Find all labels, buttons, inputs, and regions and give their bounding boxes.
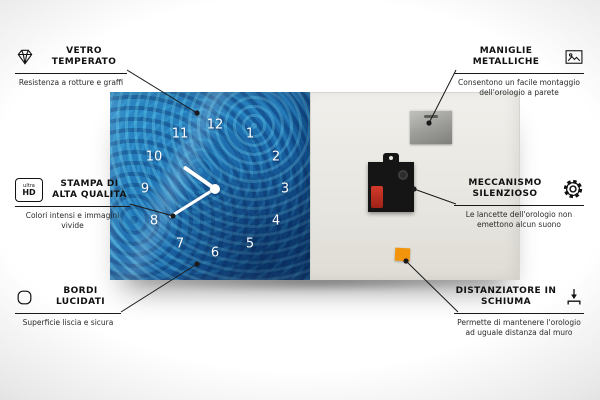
callout-description: Permette di mantenere l'orologio ad ugua… — [457, 317, 581, 337]
clock-back-panel — [310, 92, 520, 280]
metal-hanger-plate — [410, 110, 452, 144]
callout-title: STAMPA DI ALTA QUALITÀ — [52, 178, 127, 200]
time-set-dial — [398, 170, 408, 180]
callout-meccanismo-silenzioso: MECCANISMO SILENZIOSO Le lancette dell'o… — [454, 178, 584, 230]
callout-maniglie-metalliche: MANIGLIE METALLICHE Consentono un facile… — [454, 46, 584, 98]
clock-number: 6 — [210, 245, 220, 261]
clock-number: 11 — [171, 126, 189, 142]
callout-description: Colori intensi e immagini vivide — [25, 211, 120, 231]
polished-edge-icon — [15, 288, 34, 307]
clock-center-cap — [210, 184, 220, 194]
callout-title: DISTANZIATORE IN SCHIUMA — [455, 286, 557, 308]
foam-spacer — [394, 247, 411, 262]
callout-stampa-alta-qualita: ultra HD STAMPA DI ALTA QUALITÀ Colori i… — [15, 178, 130, 231]
clock-number: 1 — [245, 126, 255, 142]
callout-distanziatore-schiuma: DISTANZIATORE IN SCHIUMA Permette di man… — [454, 286, 584, 338]
minute-hand — [168, 187, 216, 219]
callout-description: Superficie liscia e sicura — [22, 317, 114, 327]
clock-number: 8 — [149, 213, 159, 229]
ultra-hd-label-big: HD — [22, 187, 36, 197]
glass-wall-clock: 12 1 2 3 4 5 6 7 8 9 10 11 — [110, 92, 520, 280]
battery — [371, 186, 383, 208]
diamond-icon — [15, 47, 35, 67]
clock-front-face: 12 1 2 3 4 5 6 7 8 9 10 11 — [110, 92, 310, 280]
clock-number: 12 — [206, 117, 224, 133]
clock-number: 5 — [245, 236, 255, 252]
callout-description: Resistenza a rotture e graffi — [18, 77, 124, 87]
clock-number: 10 — [145, 149, 163, 165]
ultra-hd-icon: ultra HD — [15, 178, 43, 202]
callout-vetro-temperato: VETRO TEMPERATO Resistenza a rotture e g… — [15, 46, 127, 88]
hanger-slot — [424, 115, 438, 118]
clock-number: 2 — [271, 149, 281, 165]
clock-number: 9 — [140, 181, 150, 197]
callout-description: Consentono un facile montaggio dell'orol… — [458, 77, 580, 97]
callout-title: MANIGLIE METALLICHE — [472, 46, 540, 68]
callout-title: MECCANISMO SILENZIOSO — [468, 178, 542, 200]
ultra-hd-label-small: ultra — [23, 182, 35, 189]
clock-number: 4 — [271, 213, 281, 229]
callout-title: BORDI LUCIDATI — [55, 286, 106, 308]
clock-mechanism — [368, 153, 414, 212]
clock-number: 7 — [175, 236, 185, 252]
clock-number: 3 — [280, 181, 290, 197]
callout-title: VETRO TEMPERATO — [51, 46, 117, 68]
mechanism-hook-hole — [389, 156, 393, 160]
spacer-arrow-icon — [564, 287, 584, 307]
callout-bordi-lucidati: BORDI LUCIDATI Superficie liscia e sicur… — [15, 286, 121, 328]
callout-description: Le lancette dell'orologio non emettono a… — [465, 209, 573, 229]
gear-icon — [562, 178, 584, 200]
picture-frame-icon — [564, 47, 584, 67]
